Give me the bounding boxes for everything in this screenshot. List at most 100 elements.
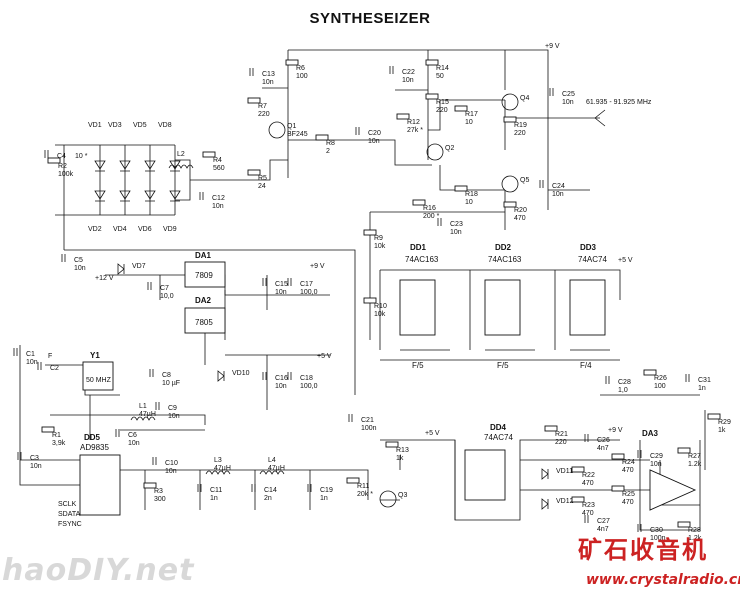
- component-value: 10,0: [160, 293, 174, 300]
- capacitor-symbol: [685, 374, 690, 382]
- component-value: 47µH: [214, 465, 231, 472]
- component-ref: R8: [326, 140, 335, 147]
- schematic-title: SYNTHESEIZER: [309, 10, 431, 27]
- component-value: 10n: [562, 99, 574, 106]
- capacitor-symbol: [249, 68, 254, 76]
- svg-text:74AC74: 74AC74: [578, 255, 607, 264]
- svg-text:7805: 7805: [195, 318, 213, 327]
- component-value: 10n: [368, 138, 380, 145]
- component-ref: R12: [407, 119, 420, 126]
- component-value: 10n: [74, 265, 86, 272]
- varicap-bank: VD1 VD3 VD5 VD8 VD2 VD4 VD6 VD9 10 *: [75, 122, 177, 233]
- component-value: 2: [326, 148, 330, 155]
- component-value: 100,0: [300, 289, 318, 296]
- component-vd10: VD10: [232, 370, 250, 377]
- component-ref: C4: [57, 153, 66, 160]
- component-value: 10n: [30, 463, 42, 470]
- component-ref: R19: [514, 122, 527, 129]
- component-ref: C10: [165, 460, 178, 467]
- svg-text:Y1: Y1: [90, 351, 100, 360]
- component-ref: VD7: [132, 263, 146, 270]
- component-value: 10n: [168, 413, 180, 420]
- diode-symbol: [117, 263, 125, 275]
- varicap-diode-icon: [119, 190, 131, 202]
- resistor-symbol: [285, 59, 299, 66]
- component-value: 300: [154, 496, 166, 503]
- transistor-symbol: [426, 143, 444, 161]
- component-value: 10: [465, 119, 473, 126]
- component-value: 10k: [374, 243, 386, 250]
- component-ref: C19: [320, 487, 333, 494]
- component-ref: Q5: [520, 177, 529, 184]
- component-value: 1n: [698, 385, 706, 392]
- rail-label: +12 V: [95, 275, 114, 282]
- capacitor-symbol: [115, 429, 120, 437]
- capacitor-symbol: [44, 150, 49, 158]
- transistor-symbol: [379, 490, 397, 508]
- component-ref: R22: [582, 472, 595, 479]
- component-value: 3,9k: [52, 440, 66, 447]
- diode-symbol: [217, 370, 225, 382]
- component-ref: VD12: [556, 498, 574, 505]
- component-q4: Q4: [520, 95, 529, 102]
- capacitor-symbol: [197, 484, 202, 492]
- component-ref: C18: [300, 375, 313, 382]
- component-ref: R13: [396, 447, 409, 454]
- svg-text:50 MHZ: 50 MHZ: [86, 377, 112, 384]
- component-value: 10k: [374, 311, 386, 318]
- component-ref: C8: [162, 372, 171, 379]
- svg-text:VD6: VD6: [138, 226, 152, 233]
- component-ref: L4: [268, 457, 276, 464]
- capacitor-symbol: [37, 362, 42, 370]
- da3-opamp: DA3: [642, 429, 697, 511]
- component-labels: C1310nR6100R7220Q1BF245C2210nR1450R15220…: [26, 65, 731, 542]
- resistor-symbol: [677, 521, 691, 528]
- component-value: 10 µF: [162, 380, 180, 387]
- transistor-symbol: [501, 93, 519, 111]
- resistor-symbol: [611, 485, 625, 492]
- resistor-symbol: [454, 185, 468, 192]
- component-q3: Q3: [398, 492, 407, 499]
- component-value: 220: [514, 130, 526, 137]
- component-value: 100n: [650, 535, 666, 542]
- component-ref: C22: [402, 69, 415, 76]
- component-value: 1,0: [618, 387, 628, 394]
- component-value: 220: [436, 107, 448, 114]
- component-l2: L2: [177, 151, 185, 158]
- capacitor-symbol: [262, 372, 267, 380]
- varicap-diode-icon: [144, 160, 156, 172]
- component-ref: C21: [361, 417, 374, 424]
- component-ref: R23: [582, 502, 595, 509]
- component-ref: R10: [374, 303, 387, 310]
- capacitor-symbol: [262, 278, 267, 286]
- transistor-symbol: [501, 175, 519, 193]
- varicap-diode-icon: [169, 160, 181, 172]
- dd4-flipflop: DD4 74AC74: [464, 423, 513, 501]
- component-ref: C9: [168, 405, 177, 412]
- resistor-symbol: [315, 134, 329, 141]
- component-value: 470: [514, 215, 526, 222]
- component-value: 10n: [402, 77, 414, 84]
- resistor-symbol: [247, 169, 261, 176]
- resistor-symbol: [544, 425, 558, 432]
